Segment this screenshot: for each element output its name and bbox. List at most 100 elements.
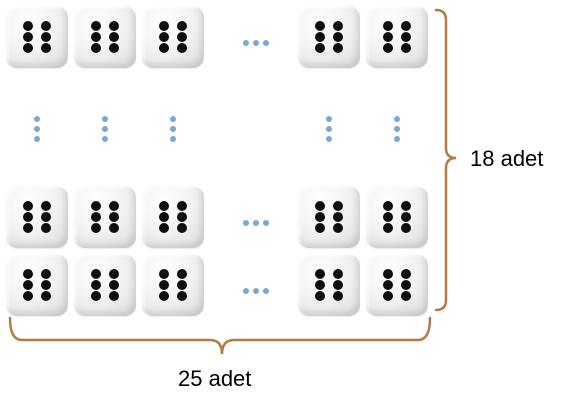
die-pip <box>91 43 101 53</box>
die-pip <box>315 212 325 222</box>
die-pip <box>159 269 169 279</box>
die <box>366 254 428 316</box>
ellipsis-dot <box>102 116 108 122</box>
vertical-ellipsis <box>394 116 402 156</box>
die-pip <box>333 269 343 279</box>
die-pip <box>401 269 411 279</box>
ellipsis-dot <box>326 116 332 122</box>
die <box>6 186 68 248</box>
vertical-ellipsis <box>34 116 42 156</box>
die-pip <box>91 21 101 31</box>
die-pip <box>109 43 119 53</box>
die-pip <box>315 223 325 233</box>
vertical-ellipsis <box>326 116 334 156</box>
die-pip <box>383 43 393 53</box>
die-pip <box>401 223 411 233</box>
die-pip <box>401 212 411 222</box>
ellipsis-dot <box>243 288 249 294</box>
die <box>6 254 68 316</box>
die <box>366 6 428 68</box>
die-pip <box>41 291 51 301</box>
ellipsis-dot <box>394 126 400 132</box>
vertical-ellipsis <box>170 116 178 156</box>
ellipsis-dot <box>253 288 259 294</box>
ellipsis-dot <box>263 220 269 226</box>
die-pip <box>109 223 119 233</box>
die <box>366 186 428 248</box>
horizontal-ellipsis <box>243 220 283 228</box>
die-pip <box>41 32 51 42</box>
die-pip <box>315 269 325 279</box>
die-pip <box>159 201 169 211</box>
die-pip <box>109 32 119 42</box>
columns-count-label: 25 adet <box>178 366 252 391</box>
die-pip <box>315 43 325 53</box>
die-pip <box>91 32 101 42</box>
bottom-brace <box>8 316 432 355</box>
die-pip <box>41 212 51 222</box>
die-pip <box>91 212 101 222</box>
horizontal-ellipsis <box>243 40 283 48</box>
die-pip <box>401 32 411 42</box>
die-pip <box>383 21 393 31</box>
ellipsis-dot <box>170 116 176 122</box>
die-pip <box>159 43 169 53</box>
die-pip <box>333 32 343 42</box>
die-pip <box>177 223 187 233</box>
die-pip <box>401 280 411 290</box>
die-pip <box>177 291 187 301</box>
die-pip <box>23 43 33 53</box>
die-pip <box>41 43 51 53</box>
horizontal-ellipsis <box>243 288 283 296</box>
die-pip <box>159 32 169 42</box>
die-pip <box>315 201 325 211</box>
ellipsis-dot <box>394 116 400 122</box>
die <box>6 6 68 68</box>
die-pip <box>401 21 411 31</box>
die <box>74 186 136 248</box>
die-pip <box>41 280 51 290</box>
die-pip <box>23 32 33 42</box>
die-pip <box>177 32 187 42</box>
ellipsis-dot <box>34 116 40 122</box>
die <box>298 254 360 316</box>
die <box>74 6 136 68</box>
die <box>142 6 204 68</box>
ellipsis-dot <box>243 220 249 226</box>
die-pip <box>41 269 51 279</box>
die-pip <box>23 201 33 211</box>
die-pip <box>159 21 169 31</box>
vertical-ellipsis <box>102 116 110 156</box>
die-pip <box>23 223 33 233</box>
die-pip <box>177 201 187 211</box>
die-pip <box>177 280 187 290</box>
die-pip <box>109 280 119 290</box>
die-pip <box>91 223 101 233</box>
die-pip <box>315 21 325 31</box>
ellipsis-dot <box>263 288 269 294</box>
right-brace <box>434 8 457 312</box>
die-pip <box>315 291 325 301</box>
die-pip <box>109 269 119 279</box>
die-pip <box>41 201 51 211</box>
die <box>298 6 360 68</box>
ellipsis-dot <box>34 126 40 132</box>
die-pip <box>23 269 33 279</box>
ellipsis-dot <box>253 40 259 46</box>
die-pip <box>159 223 169 233</box>
die-pip <box>333 291 343 301</box>
die-pip <box>23 212 33 222</box>
rows-count-label: 18 adet <box>470 146 544 171</box>
die <box>74 254 136 316</box>
die-pip <box>333 201 343 211</box>
ellipsis-dot <box>170 126 176 132</box>
die-pip <box>315 280 325 290</box>
die-pip <box>91 280 101 290</box>
die-pip <box>177 269 187 279</box>
die-pip <box>333 212 343 222</box>
die-pip <box>177 21 187 31</box>
die-pip <box>333 21 343 31</box>
die-pip <box>109 21 119 31</box>
